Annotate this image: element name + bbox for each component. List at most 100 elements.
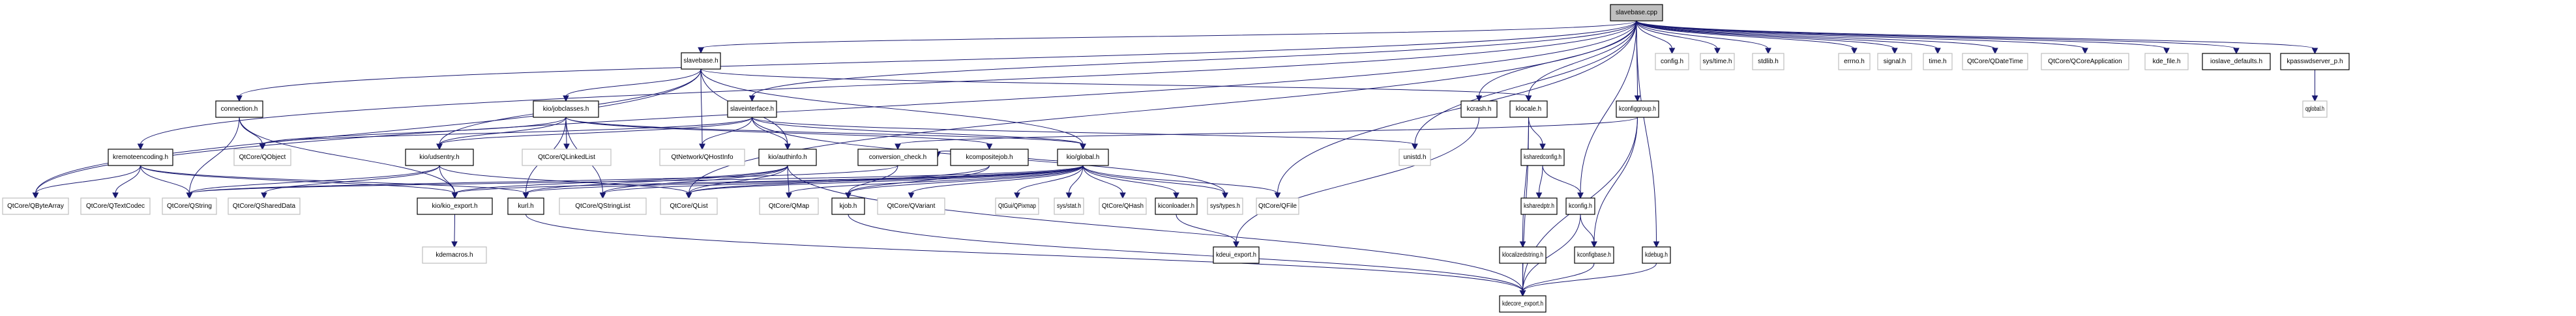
edge-kio_udsentry_h-to-QString [189,165,440,194]
node-box [559,197,647,215]
arrowhead-icon [1992,48,1998,55]
node-box [405,149,474,166]
node-kcompositejob-h[interactable]: kcompositejob.h [950,149,1029,166]
arrowhead-icon [784,143,791,151]
node-box [1054,197,1084,215]
arrowhead-icon [1475,95,1483,102]
edge-kremoteencoding_h-to-kurl_h [140,165,526,194]
edge-connection_h-to-QObject [239,117,263,145]
node-kio-udsentry-h[interactable]: kio/udsentry.h [405,149,474,166]
node-qtextcodec: QtCore/QTextCodec [80,197,151,215]
node-box [1655,53,1689,70]
node-klocalizedstring-h[interactable]: klocalizedstring.h [1499,246,1547,264]
node-kconfigbase-h[interactable]: kconfigbase.h [1574,246,1614,264]
node-box [1838,53,1871,70]
edge-slavebase_cpp-to-kdebug_h [1636,20,1657,243]
edge-slavebase_cpp-to-QCoreApplication [1636,20,2086,50]
node-label: QtNetwork/QHostInfo [671,154,733,161]
node-time-h: time.h [1923,53,1953,70]
arrowhead-icon [1535,192,1543,199]
edge-kio_global_h-to-QStringList [602,165,1084,194]
edge-kio_global_h-to-QPixmap [1016,165,1084,194]
arrowhead-icon [1014,192,1020,199]
node-slavebase-h[interactable]: slavebase.h [681,52,721,70]
node-kio-global-h[interactable]: kio/global.h [1057,149,1109,166]
edge-kio_global_h-to-QFile [1082,165,1278,194]
node-kdeui-export-h[interactable]: kdeui_export.h [1213,246,1260,264]
node-box [228,197,301,215]
node-ksharedptr-h[interactable]: ksharedptr.h [1520,197,1558,215]
node-qdatetime: QtCore/QDateTime [1962,53,2028,70]
node-box [2144,53,2189,70]
node-unistd-h: unistd.h [1399,149,1431,166]
edge-connection_h-to-QString [189,117,240,194]
arrowhead-icon [2233,48,2240,55]
edge-slavebase_cpp-to-unistd_h [1414,20,1637,145]
nodes-layer: slavebase.cpp slavebase.h connection.h krem… [2,4,2350,313]
node-label: QtCore/QCoreApplication [2048,58,2122,65]
node-slavebase-cpp[interactable]: slavebase.cpp [1610,4,1663,22]
edge-kcompositejob_h-to-kjob_h [848,165,990,194]
node-label: qglobal.h [2305,106,2324,113]
arrowhead-icon [436,143,443,151]
node-connection-h[interactable]: connection.h [215,100,263,118]
node-ksharedconfig-h[interactable]: ksharedconfig.h [1520,149,1565,166]
arrowhead-icon [137,143,144,151]
edge-kconfig_h-to-kconfigbase_h [1580,214,1595,243]
edge-kio_authinfo_h-to-QList [688,165,788,194]
arrowhead-icon [1653,241,1660,248]
node-qpixmap: QtGui/QPixmap [995,197,1039,215]
node-kconfiggroup-h[interactable]: kconfiggroup.h [1616,100,1659,118]
node-kio-kio-export-h[interactable]: kio/kio_export.h [417,197,493,215]
edge-slaveinterface_h-to-unistd_h [752,117,1415,145]
edge-kio_authinfo_h-to-QMap [787,165,790,194]
node-box [1520,197,1558,215]
edge-slavebase_cpp-to-slaveinterface_h [752,20,1637,97]
edge-kio_global_h-to-kurl_h [526,165,1084,194]
arrowhead-icon [1065,192,1073,199]
node-kurl-h[interactable]: kurl.h [507,197,544,215]
node-box [1399,149,1431,166]
node-label: kpasswdserver_p.h [2287,58,2343,65]
node-box [1155,197,1198,215]
node-kremoteencoding-h[interactable]: kremoteencoding.h [108,149,173,166]
edge-kio_global_h-to-kjob_h [848,165,1084,194]
node-klocale-h[interactable]: klocale.h [1509,100,1548,118]
node-box [162,197,217,215]
edge-slavebase_cpp-to-kcrash_h [1479,20,1637,97]
arrowhead-icon [1668,48,1676,55]
node-label: kdebug.h [1645,251,1668,259]
node-kjob-h[interactable]: kjob.h [831,197,865,215]
edge-slaveinterface_h-to-QObject [262,117,752,145]
node-ioslave-defaults-h[interactable]: ioslave_defaults.h [2202,53,2271,70]
node-qhostinfo: QtNetwork/QHostInfo [659,149,745,166]
node-kdebug-h[interactable]: kdebug.h [1642,246,1671,264]
node-label: QtCore/QString [167,203,212,210]
node-kdecore-export-h[interactable]: kdecore_export.h [1499,295,1547,313]
node-label: kurl.h [518,203,533,210]
node-box [1499,295,1547,313]
node-kpasswdserver-p-h[interactable]: kpasswdserver_p.h [2280,53,2350,70]
node-kcrash-h[interactable]: kcrash.h [1460,100,1498,118]
arrowhead-icon [1519,241,1526,248]
node-box [995,197,1039,215]
node-kiconloader-h[interactable]: kiconloader.h [1155,197,1198,215]
node-conversion-check-h[interactable]: conversion_check.h [857,149,938,166]
node-kio-jobclasses-h[interactable]: kio/jobclasses.h [533,100,599,118]
arrowhead-icon [1577,192,1584,199]
arrowhead-icon [1634,95,1641,102]
node-kde-file-h: kde_file.h [2144,53,2189,70]
node-kconfig-h[interactable]: kconfig.h [1565,197,1595,215]
node-box [877,197,945,215]
edge-kio_jobclasses_h-to-kio_global_h [565,117,1084,145]
edge-kio_jobclasses_h-to-QObject [262,117,567,145]
node-qglobal-h: qglobal.h [2302,100,2328,118]
node-label: kio/udsentry.h [419,154,460,161]
node-label: QtCore/QMap [769,203,810,210]
edge-slaveinterface_h-to-QHostInfo [702,117,752,145]
edge-kio_global_h-to-kiconloader_h [1082,165,1177,194]
node-kio-authinfo-h[interactable]: kio/authinfo.h [758,149,817,166]
node-slaveinterface-h[interactable]: slaveinterface.h [727,100,777,118]
edge-slavebase_cpp-to-klocale_h [1528,20,1637,97]
node-label: slaveinterface.h [730,106,774,113]
